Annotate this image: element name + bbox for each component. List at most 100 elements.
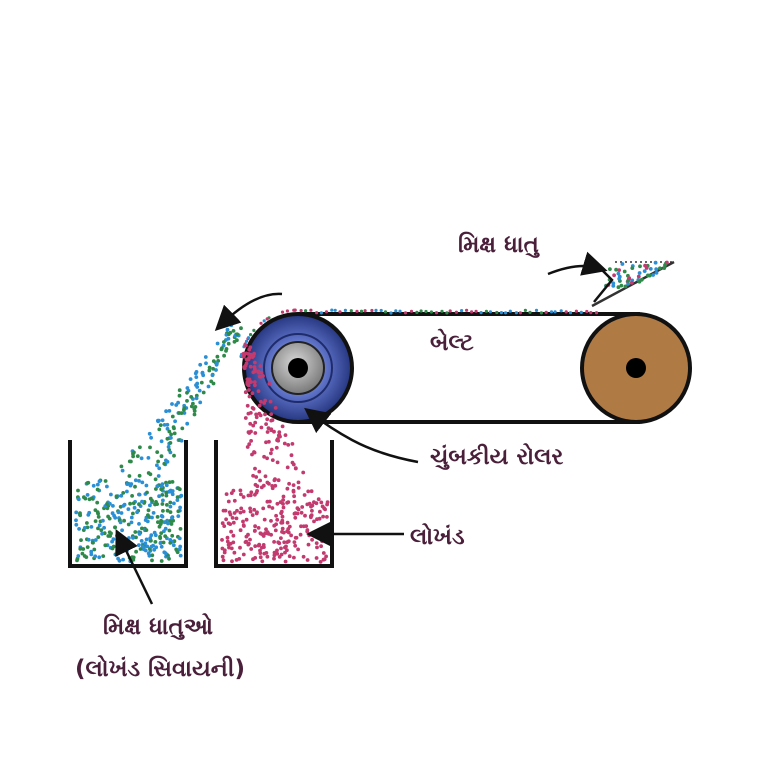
particle <box>131 511 135 516</box>
particle <box>319 311 323 315</box>
particle <box>253 369 257 374</box>
particle <box>280 530 284 534</box>
particle <box>315 517 319 522</box>
particle <box>164 490 169 495</box>
particle <box>251 473 256 478</box>
particle <box>170 492 175 497</box>
particle <box>192 407 197 411</box>
particle <box>261 506 266 511</box>
particle <box>658 266 662 271</box>
particle <box>282 441 287 446</box>
particle <box>276 540 281 545</box>
particle <box>143 548 148 553</box>
particle <box>479 311 483 315</box>
particle <box>281 494 286 499</box>
particle <box>159 439 164 444</box>
particle <box>589 311 593 315</box>
particle <box>170 414 175 419</box>
particle <box>316 497 321 502</box>
particle <box>256 369 261 374</box>
particle <box>238 528 243 533</box>
particle <box>119 511 124 515</box>
particle <box>99 528 104 533</box>
particle <box>164 493 169 498</box>
particle <box>374 308 378 312</box>
particle <box>280 310 285 314</box>
particle <box>115 533 119 538</box>
particle <box>150 558 154 563</box>
particle <box>448 309 452 313</box>
particle <box>194 383 198 387</box>
particle <box>157 466 162 471</box>
particle <box>76 497 81 502</box>
particle <box>394 309 398 313</box>
particle <box>125 482 129 486</box>
particle <box>301 470 306 475</box>
particle <box>626 279 630 283</box>
particle <box>252 380 257 384</box>
particle <box>140 499 144 504</box>
particle <box>253 383 257 388</box>
particle <box>275 438 279 443</box>
particle <box>246 542 251 547</box>
particle <box>110 546 115 551</box>
particle <box>257 469 262 474</box>
particle <box>574 309 579 313</box>
particle <box>241 509 246 514</box>
particle <box>226 521 231 526</box>
particle <box>276 478 281 483</box>
particle <box>280 520 285 525</box>
particle <box>267 381 272 386</box>
particle <box>136 543 141 547</box>
particle <box>333 308 337 312</box>
particle <box>159 514 164 518</box>
particle <box>306 542 311 547</box>
particle <box>299 510 304 515</box>
particle <box>155 515 160 519</box>
particle <box>286 443 291 447</box>
particle <box>665 260 669 265</box>
particle <box>256 389 261 393</box>
particle <box>250 391 255 396</box>
particle <box>383 310 388 314</box>
particle <box>168 541 173 545</box>
particle <box>231 540 236 545</box>
particle <box>221 558 226 563</box>
particle <box>116 510 121 515</box>
particle <box>315 311 319 315</box>
particle <box>133 530 138 534</box>
particle <box>293 466 298 471</box>
particle <box>225 539 230 544</box>
particle <box>279 509 284 514</box>
particle <box>97 523 102 528</box>
particle <box>170 402 174 406</box>
particle <box>247 394 252 399</box>
particle <box>165 436 170 441</box>
particle <box>158 541 163 545</box>
particle <box>159 531 164 535</box>
particle <box>222 524 227 528</box>
particle <box>248 493 253 498</box>
particle <box>234 516 239 521</box>
particle <box>622 269 627 274</box>
particle <box>118 520 123 525</box>
magnetic-roller <box>242 312 354 424</box>
particle <box>263 412 267 417</box>
particle <box>177 487 182 492</box>
particle <box>553 310 557 314</box>
particle <box>252 507 257 512</box>
particle <box>194 396 199 401</box>
particle <box>287 481 291 486</box>
particle <box>165 426 170 431</box>
particle <box>164 483 169 488</box>
particle <box>226 332 231 337</box>
particle <box>93 519 98 523</box>
particle <box>144 537 149 542</box>
particle <box>214 362 219 367</box>
particle <box>642 269 647 273</box>
particle <box>96 515 101 519</box>
particle <box>172 453 176 458</box>
particle <box>161 498 165 503</box>
particle <box>247 442 252 447</box>
